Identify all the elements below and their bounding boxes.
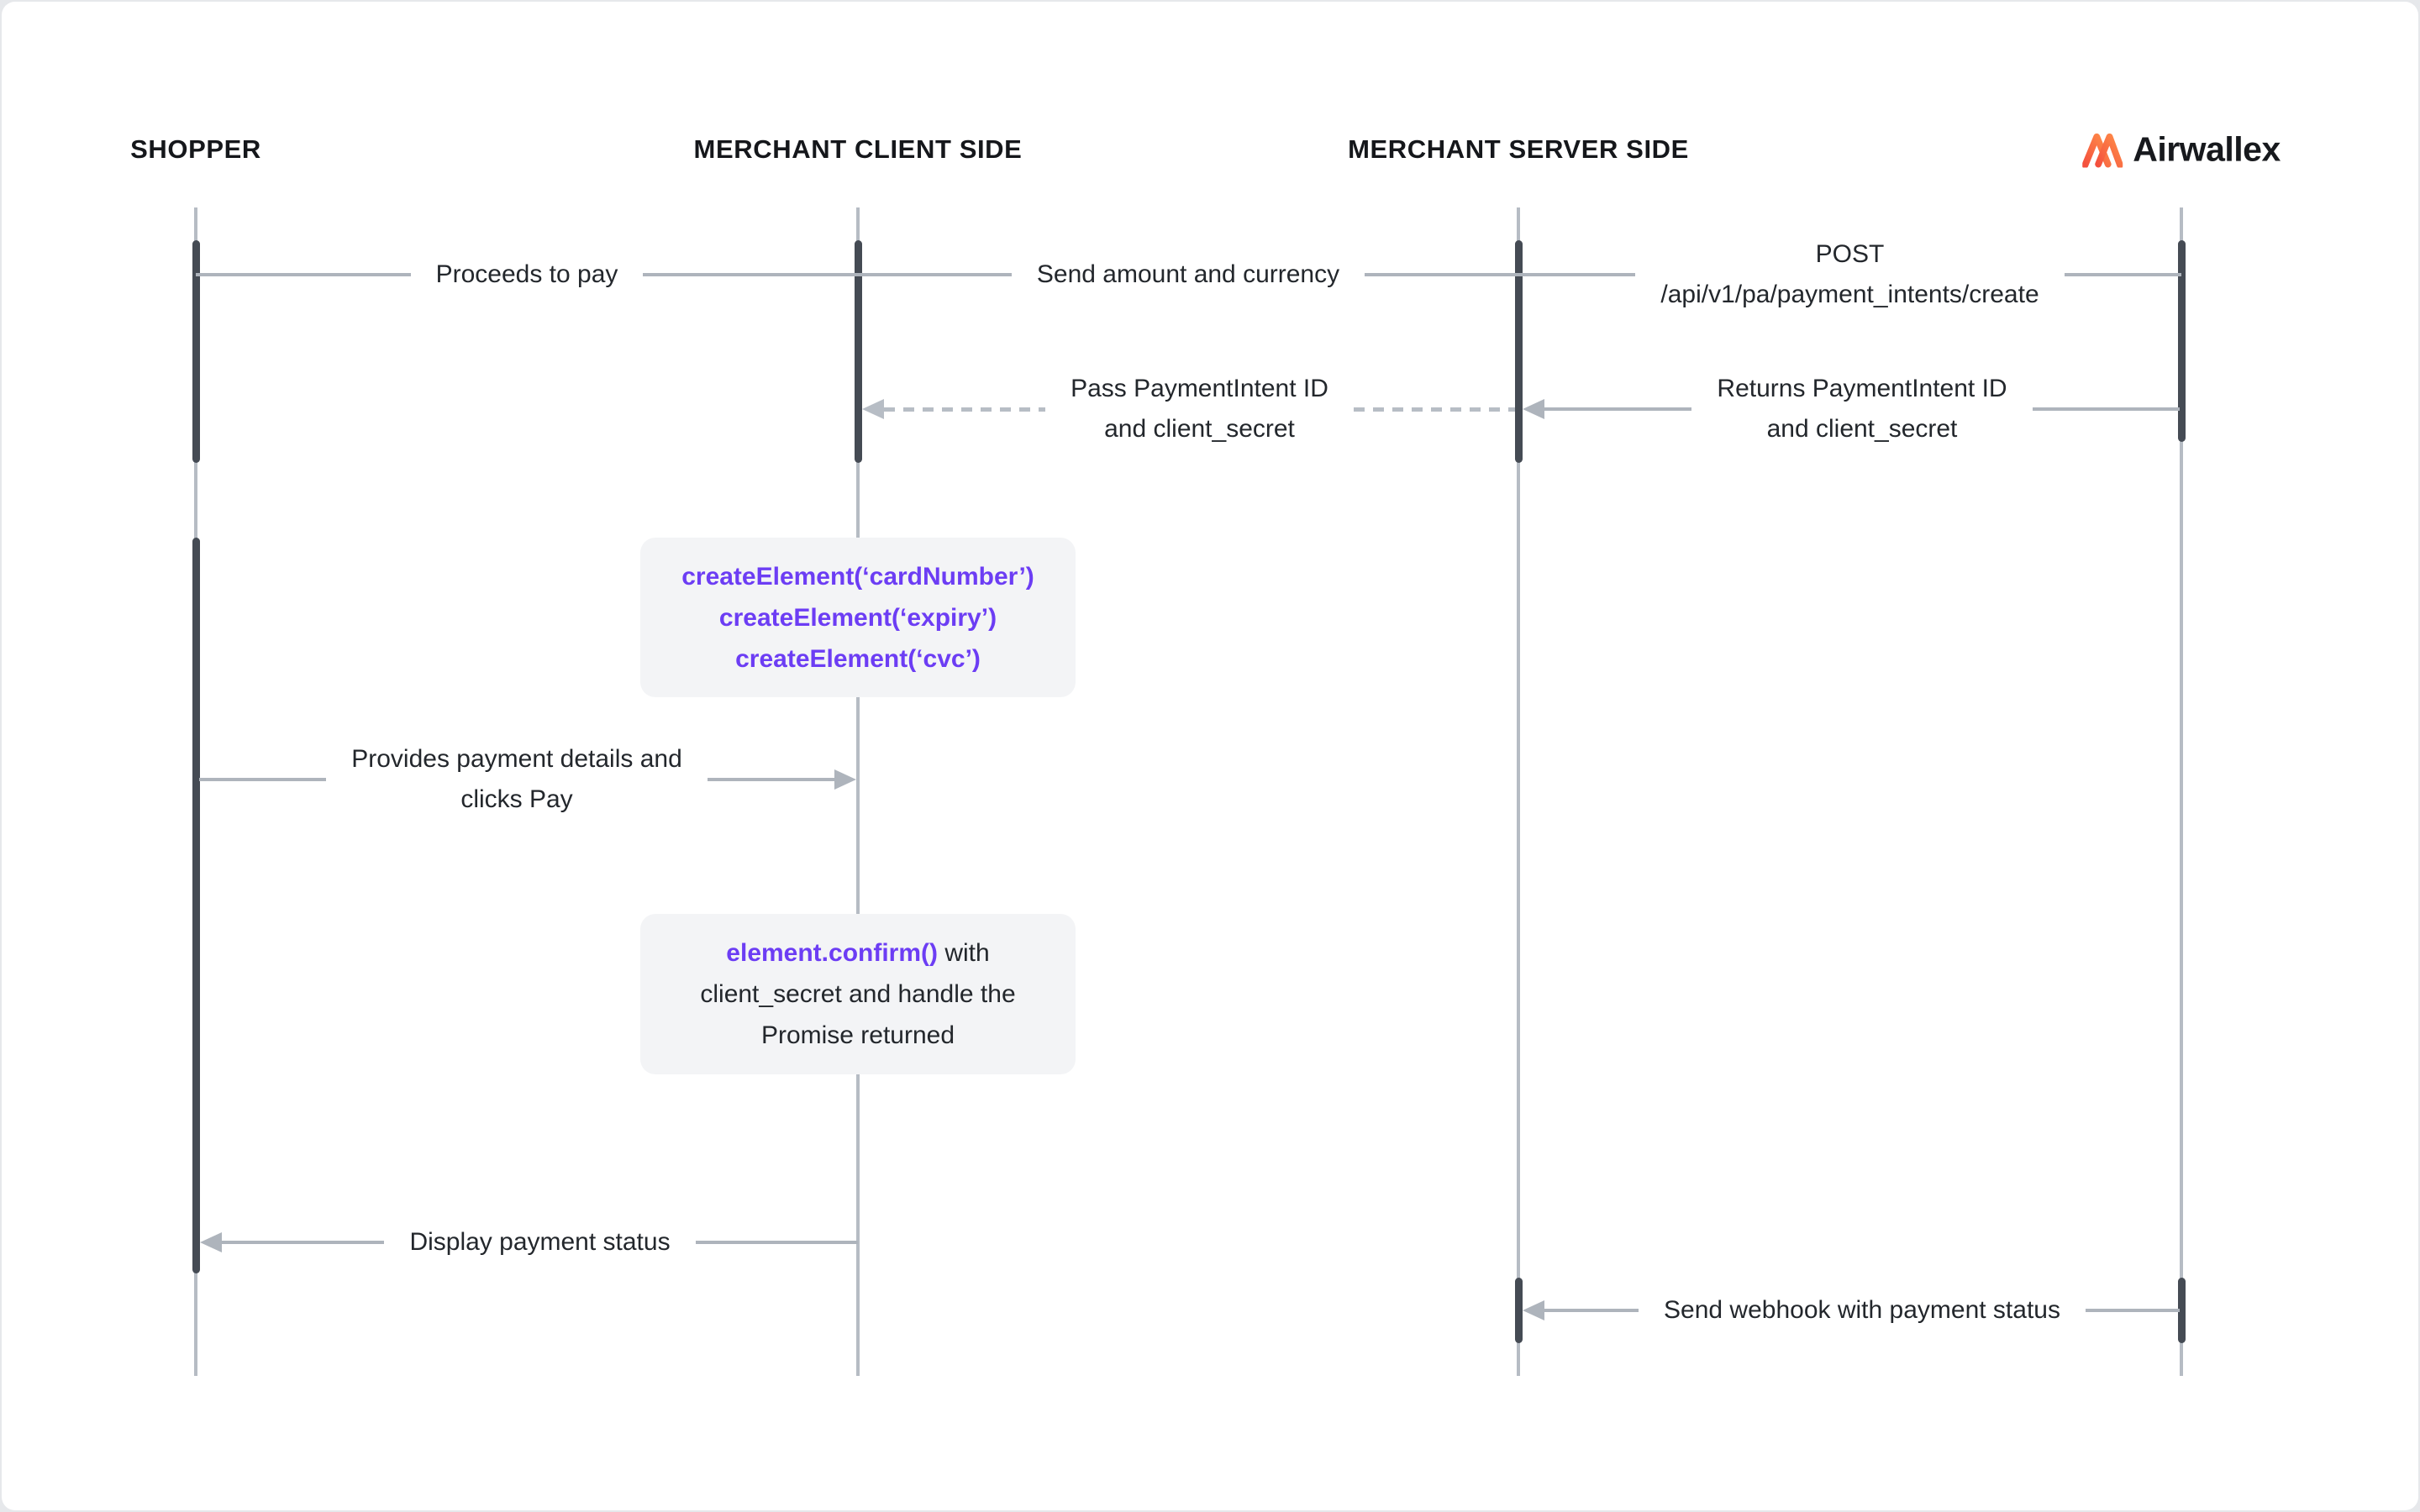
activation-server-1	[1515, 240, 1523, 463]
activation-client-1	[855, 240, 862, 463]
note-confirm-line1-rest: with	[938, 939, 990, 967]
arrow-head-left	[862, 399, 884, 419]
actor-label-merchant-client: MERCHANT CLIENT SIDE	[693, 134, 1023, 164]
note-element-confirm: element.confirm() with client_secret and…	[640, 914, 1076, 1074]
message-label-line1: Pass PaymentIntent ID	[1071, 375, 1328, 402]
arrow-head-left	[1523, 399, 1544, 419]
arrow-head-right	[834, 769, 856, 790]
code-create-element-cvc: createElement(‘cvc’)	[735, 644, 981, 673]
message-line	[1365, 273, 1519, 276]
message-label-line2: clicks Pay	[460, 785, 573, 813]
note-confirm-line3: Promise returned	[760, 1021, 955, 1049]
message-display-payment-status: Display payment status	[200, 1192, 859, 1293]
message-label-line2: and client_secret	[1766, 415, 1958, 443]
message-line	[1518, 273, 1636, 276]
actor-label-merchant-server: MERCHANT SERVER SIDE	[1348, 134, 1689, 164]
note-confirm-line2: client_secret and handle the	[700, 980, 1016, 1008]
code-create-element-card-number: createElement(‘cardNumber’)	[681, 562, 1034, 591]
message-label-line1: POST	[1815, 240, 1885, 268]
message-provides-payment-details: Provides payment details and clicks Pay	[199, 729, 856, 830]
lifeline-airwallex	[2180, 207, 2183, 1376]
message-label-line1: Returns PaymentIntent ID	[1717, 375, 2007, 402]
message-line	[707, 778, 834, 781]
message-returns-paymentintent-id: Returns PaymentIntent ID and client_secr…	[1523, 359, 2181, 459]
activation-shopper-1	[192, 240, 200, 463]
activation-airwallex-1	[2178, 240, 2186, 442]
message-label: Send amount and currency	[1036, 260, 1340, 288]
message-line	[1544, 1309, 1639, 1312]
message-label: Proceeds to pay	[435, 260, 618, 288]
airwallex-logo-icon	[2082, 133, 2123, 168]
message-line	[858, 273, 1012, 276]
message-label: Pass PaymentIntent ID and client_secret	[1045, 369, 1354, 449]
message-line	[695, 1241, 859, 1244]
message-line	[643, 273, 859, 276]
code-create-element-expiry: createElement(‘expiry’)	[718, 603, 997, 632]
message-line	[2064, 273, 2181, 276]
message-post-payment-intents-create: POST /api/v1/pa/payment_intents/create	[1518, 224, 2181, 325]
airwallex-logo: Airwallex	[2082, 130, 2281, 170]
message-pass-paymentintent-id: Pass PaymentIntent ID and client_secret	[862, 359, 1515, 459]
message-label-line2: /api/v1/pa/payment_intents/create	[1660, 281, 2039, 308]
message-label: Returns PaymentIntent ID and client_secr…	[1691, 369, 2032, 449]
message-line	[199, 778, 327, 781]
message-send-webhook: Send webhook with payment status	[1523, 1260, 2181, 1361]
message-label-line2: and client_secret	[1104, 415, 1295, 443]
message-proceeds-to-pay: Proceeds to pay	[196, 224, 859, 325]
activation-shopper-2	[192, 538, 200, 1273]
message-label-line1: Provides payment details and	[351, 745, 682, 773]
message-line-dashed	[1353, 407, 1515, 412]
airwallex-wordmark: Airwallex	[2133, 129, 2281, 169]
message-line	[1544, 407, 1692, 411]
message-line	[196, 273, 411, 276]
activation-server-2	[1515, 1278, 1523, 1343]
message-line	[2085, 1309, 2181, 1312]
message-line	[2032, 407, 2181, 411]
note-create-elements: createElement(‘cardNumber’) createElemen…	[640, 538, 1076, 697]
message-label: Send webhook with payment status	[1664, 1296, 2060, 1324]
lifeline-merchant-client	[856, 207, 860, 1376]
lifeline-merchant-server	[1517, 207, 1520, 1376]
arrow-head-left	[200, 1232, 222, 1252]
message-send-amount-currency: Send amount and currency	[858, 224, 1519, 325]
message-label: Provides payment details and clicks Pay	[326, 739, 708, 820]
actor-label-shopper: SHOPPER	[130, 134, 261, 164]
message-line-dashed	[884, 407, 1046, 412]
code-element-confirm: element.confirm()	[726, 939, 939, 967]
message-label: POST /api/v1/pa/payment_intents/create	[1635, 234, 2064, 315]
message-line	[222, 1241, 385, 1244]
activation-airwallex-2	[2178, 1278, 2186, 1343]
note-confirm-line1: element.confirm() with	[640, 932, 1076, 974]
message-label: Display payment status	[409, 1228, 671, 1256]
arrow-head-left	[1523, 1300, 1544, 1320]
